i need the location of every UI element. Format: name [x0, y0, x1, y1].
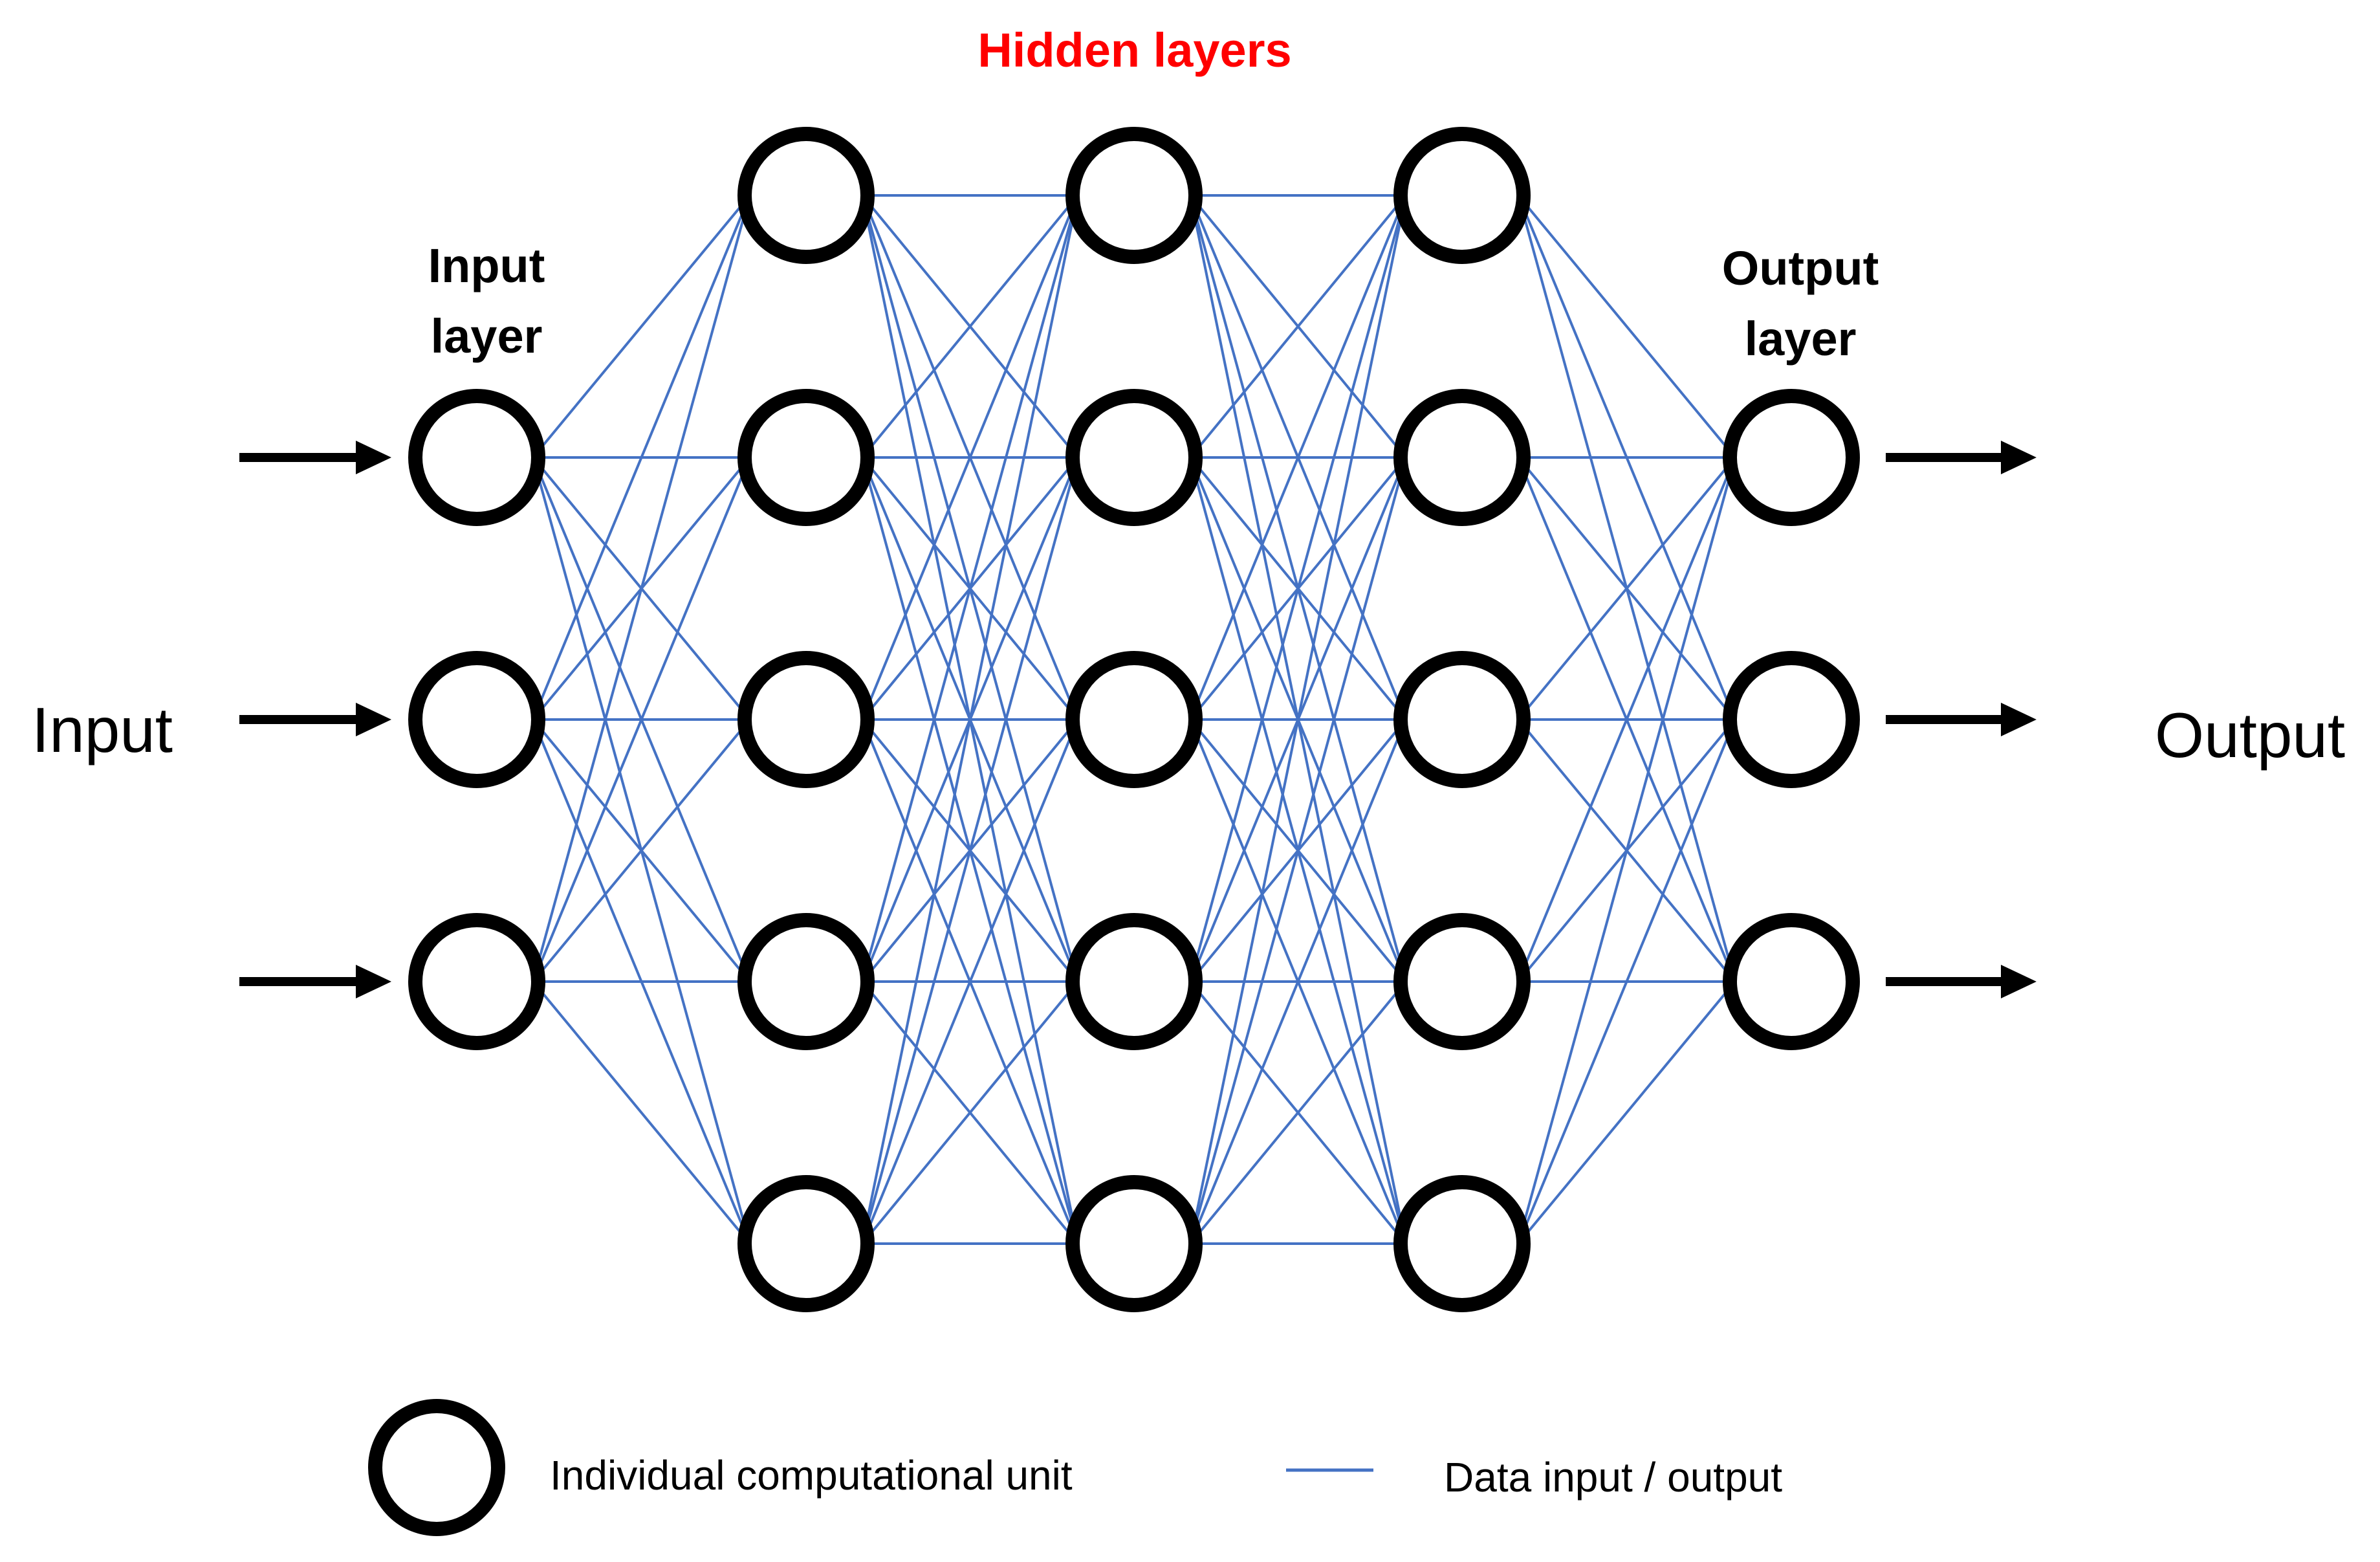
connection-line	[1517, 719, 1736, 1244]
connection-line	[1517, 457, 1736, 1244]
hidden-layer-1-node	[737, 913, 875, 1050]
input-arrow-icon	[239, 441, 391, 474]
connection-line	[861, 980, 1079, 1245]
hidden-layer-2-node	[1065, 1175, 1203, 1312]
connection-line	[532, 718, 751, 983]
input-layer-node	[408, 913, 545, 1050]
connection-line	[1189, 457, 1407, 1244]
connection-line	[861, 195, 1079, 982]
hidden-layer-2-node	[1065, 389, 1203, 526]
connection-line	[532, 980, 751, 1245]
hidden-layer-3-node	[1393, 913, 1531, 1050]
input-arrow-icon	[239, 703, 391, 736]
output-arrow-icon	[1886, 703, 2036, 736]
connection-line	[861, 195, 1079, 1244]
connection-line	[1189, 719, 1407, 1244]
connection-line	[1189, 980, 1407, 1245]
hidden-layer-1-node	[737, 1175, 875, 1312]
hidden-layer-3-node	[1393, 651, 1531, 788]
hidden-layer-2-node	[1065, 651, 1203, 788]
output-layer-node	[1723, 913, 1860, 1050]
input-arrow-icon	[239, 965, 391, 998]
legend-connection-label: Data input / output	[1444, 1454, 1782, 1501]
legend-unit-label: Individual computational unit	[550, 1452, 1073, 1499]
output-layer-node	[1723, 651, 1860, 788]
nodes-group	[408, 127, 1860, 1312]
connection-line	[861, 194, 1079, 459]
connection-line	[1189, 195, 1407, 720]
output-layer-label-line1: Output	[1722, 241, 1879, 295]
connection-line	[532, 194, 751, 459]
connection-line	[861, 457, 1079, 1244]
connection-line	[1517, 980, 1736, 1245]
hidden-layer-1-node	[737, 127, 875, 264]
connection-line	[532, 195, 751, 720]
connection-line	[1189, 194, 1407, 459]
input-label: Input	[32, 694, 173, 765]
output-layer-label-line2: layer	[1745, 312, 1857, 366]
hidden-layer-3-node	[1393, 1175, 1531, 1312]
legend-unit-icon	[368, 1399, 505, 1536]
input-layer-label-line2: layer	[431, 309, 543, 363]
legend: Individual computational unit Data input…	[368, 1399, 1782, 1536]
connection-line	[861, 195, 1079, 720]
connection-line	[1517, 194, 1736, 459]
hidden-layer-1-node	[737, 389, 875, 526]
input-layer-node	[408, 651, 545, 788]
input-layer-label-line1: Input	[428, 239, 545, 292]
connection-line	[1517, 457, 1736, 982]
connection-line	[1517, 456, 1736, 721]
output-layer-node	[1723, 389, 1860, 526]
output-arrow-icon	[1886, 965, 2036, 998]
arrows-group	[239, 441, 2036, 998]
output-arrow-icon	[1886, 441, 2036, 474]
connection-line	[532, 457, 751, 982]
input-layer-node	[408, 389, 545, 526]
connection-line	[861, 719, 1079, 1244]
connection-line	[1189, 195, 1407, 982]
connections-group	[532, 194, 1736, 1245]
hidden-layer-2-node	[1065, 127, 1203, 264]
hidden-layer-3-node	[1393, 389, 1531, 526]
hidden-layer-2-node	[1065, 913, 1203, 1050]
hidden-layer-1-node	[737, 651, 875, 788]
hidden-layers-title: Hidden layers	[977, 23, 1291, 77]
output-label: Output	[2155, 699, 2345, 771]
hidden-layer-3-node	[1393, 127, 1531, 264]
connection-line	[1189, 195, 1407, 1244]
connection-line	[532, 195, 751, 982]
